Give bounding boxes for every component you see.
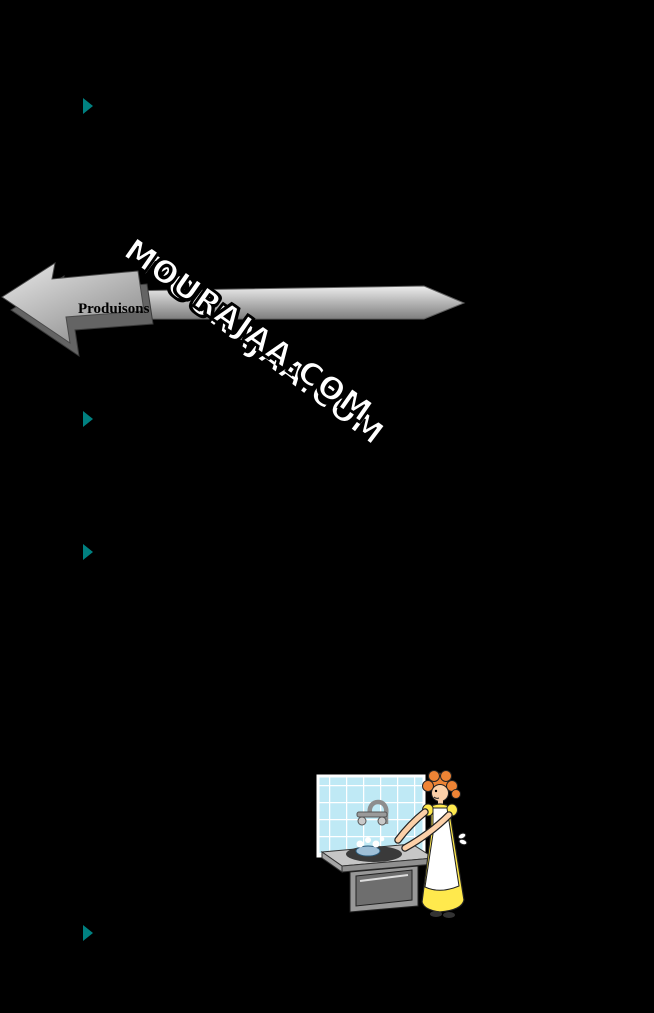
bullet-triangle-icon [83, 411, 93, 427]
bullet-triangle-icon [83, 544, 93, 560]
arrow-3d-shape [1, 261, 145, 345]
produisons-label: Produisons [78, 301, 150, 317]
woman-washing-dishes-clipart [316, 770, 468, 918]
clipart-woman [394, 770, 468, 918]
produisons-banner-graphic [1, 261, 466, 358]
bullet-triangle-icon [83, 98, 93, 114]
bullet-triangle-icon [83, 925, 93, 941]
clipart-faucet [356, 799, 389, 826]
